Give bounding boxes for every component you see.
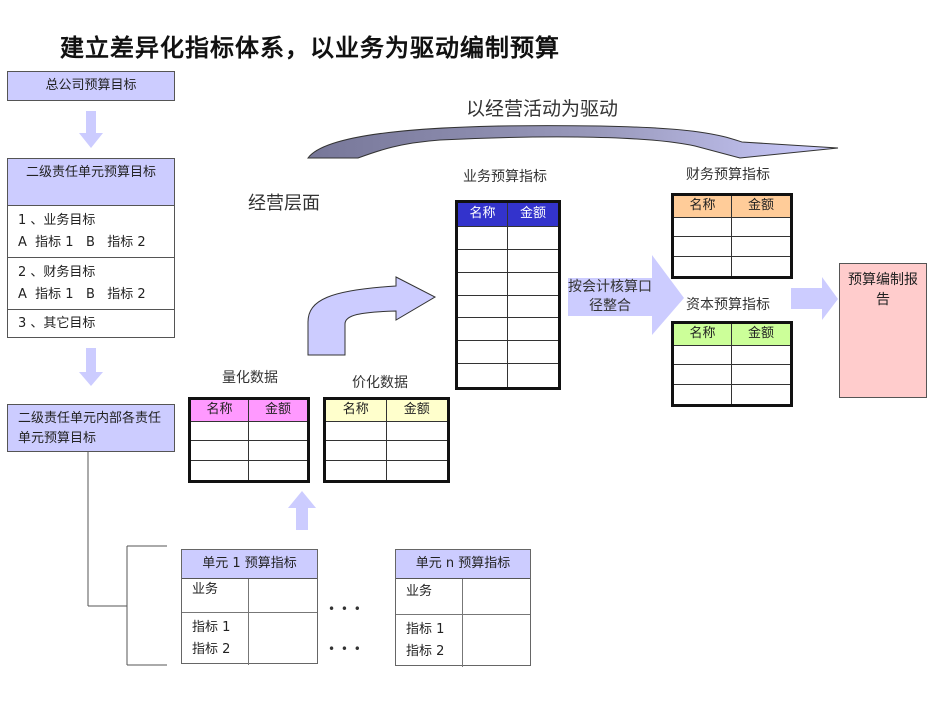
- unit-1-business-cell: 业务: [182, 579, 249, 612]
- unit-n-budget-table: 单元 n 预算指标 业务 指标 1 指标 2: [395, 549, 531, 667]
- priced-data-table: 名称 金额: [323, 397, 450, 483]
- unit-n-header: 单元 n 预算指标: [396, 550, 530, 579]
- table-cell: [249, 441, 307, 461]
- table-cell: [326, 460, 387, 480]
- table-cell: [387, 461, 448, 480]
- driver-curved-arrow: [307, 125, 839, 159]
- table-cell: [674, 384, 732, 404]
- level2-budget-target-header: 二级责任单元预算目标: [8, 159, 174, 206]
- table-cell: [249, 461, 307, 480]
- table-cell: [463, 579, 530, 614]
- table-cell: [732, 365, 790, 385]
- table-cell: [386, 441, 447, 461]
- financial-budget-label: 财务预算指标: [686, 167, 770, 183]
- table-cell: [326, 441, 387, 461]
- table-cell: [458, 272, 508, 296]
- unit-1-indicators-cell: 指标 1 指标 2: [182, 613, 249, 665]
- financial-budget-table: 名称 金额: [671, 193, 793, 279]
- merge-arrow: [568, 255, 684, 335]
- hq-budget-target-box: 总公司预算目标: [7, 71, 175, 101]
- table-cell: [458, 364, 508, 387]
- header-name: 名称: [458, 203, 508, 227]
- table-cell: [458, 249, 508, 273]
- header-name: 名称: [326, 400, 387, 422]
- table-cell: [249, 579, 317, 612]
- table-cell: [508, 273, 558, 296]
- table-cell: [732, 385, 790, 404]
- header-name: 名称: [191, 400, 249, 422]
- quantified-data-label: 量化数据: [222, 370, 278, 386]
- bent-arrow: [307, 276, 437, 356]
- table-cell: [674, 218, 732, 238]
- table-cell: [508, 341, 558, 365]
- header-amount: 金额: [732, 324, 790, 346]
- unit-1-header: 单元 1 预算指标: [182, 550, 317, 579]
- unit-n-indicators-cell: 指标 1 指标 2: [396, 615, 463, 667]
- table-cell: [674, 237, 732, 257]
- table-cell: [508, 296, 558, 319]
- unit-1-budget-table: 单元 1 预算指标 业务 指标 1 指标 2: [181, 549, 318, 665]
- table-cell: [463, 615, 530, 667]
- table-cell: [386, 422, 447, 442]
- table-cell: [458, 295, 508, 319]
- business-budget-table: 名称 金额: [455, 200, 561, 390]
- header-amount: 金额: [386, 400, 447, 422]
- budget-report-box: 预算编制报告: [839, 263, 927, 398]
- quantified-data-table: 名称 金额: [188, 397, 310, 483]
- header-name: 名称: [674, 196, 732, 218]
- page-title: 建立差异化指标体系，以业务为驱动编制预算: [60, 33, 560, 62]
- header-amount: 金额: [508, 203, 558, 227]
- table-cell: [326, 422, 387, 442]
- table-cell: [732, 218, 790, 238]
- table-cell: [732, 237, 790, 257]
- table-cell: [508, 364, 558, 387]
- table-cell: [458, 318, 508, 342]
- level2-internal-target-box: 二级责任单元内部各责任单元预算目标: [7, 404, 175, 452]
- hq-budget-target-label: 总公司预算目标: [45, 78, 137, 93]
- table-cell: [674, 365, 732, 385]
- operating-level-label: 经营层面: [248, 193, 320, 214]
- accounting-merge-label: 按会计核算口径整合: [568, 279, 652, 314]
- business-budget-label: 业务预算指标: [463, 169, 547, 185]
- header-name: 名称: [674, 324, 732, 346]
- header-amount: 金额: [249, 400, 307, 422]
- table-cell: [191, 422, 249, 442]
- priced-data-label: 价化数据: [352, 375, 408, 391]
- table-cell: [674, 346, 732, 366]
- down-arrow-1: [79, 111, 103, 148]
- level2-section-business: 1 、业务目标 A 指标 1 B 指标 2: [8, 206, 174, 258]
- ellipsis-2: • • •: [328, 642, 362, 656]
- level2-budget-target-box: 二级责任单元预算目标 1 、业务目标 A 指标 1 B 指标 2 2 、财务目标…: [7, 158, 175, 338]
- table-cell: [191, 441, 249, 461]
- table-cell: [458, 341, 508, 365]
- table-cell: [249, 613, 317, 665]
- ellipsis-1: • • •: [328, 602, 362, 616]
- up-arrow: [288, 491, 316, 530]
- capital-budget-table: 名称 金额: [671, 321, 793, 407]
- table-cell: [508, 318, 558, 342]
- table-cell: [732, 257, 790, 276]
- table-cell: [191, 460, 249, 480]
- capital-budget-label: 资本预算指标: [686, 297, 770, 313]
- driver-label: 以经营活动为驱动: [466, 98, 619, 120]
- unit-n-business-cell: 业务: [396, 579, 463, 614]
- down-arrow-2: [79, 348, 103, 386]
- table-cell: [249, 422, 307, 442]
- table-cell: [674, 256, 732, 276]
- table-cell: [458, 227, 508, 250]
- level2-section-other: 3 、其它目标: [18, 316, 96, 331]
- table-cell: [508, 227, 558, 250]
- table-cell: [732, 346, 790, 366]
- table-cell: [508, 250, 558, 273]
- header-amount: 金额: [732, 196, 790, 218]
- level2-section-financial: 2 、财务目标 A 指标 1 B 指标 2: [8, 258, 174, 310]
- report-arrow: [791, 277, 838, 320]
